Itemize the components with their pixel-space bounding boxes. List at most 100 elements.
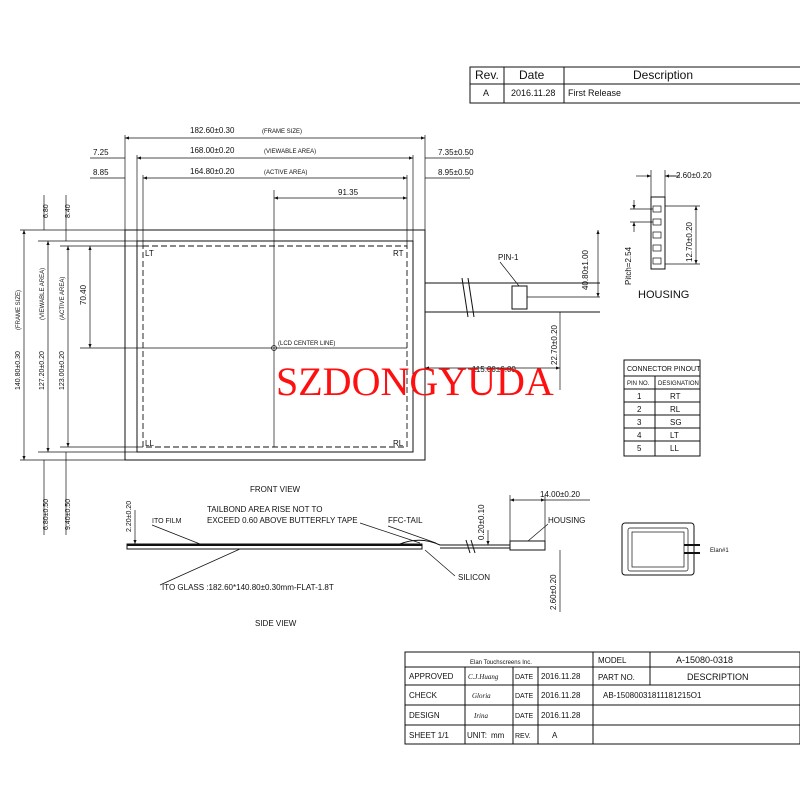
pinout-header-designation: DESIGNATION (658, 381, 699, 387)
housing-pitch: Pitch=2.54 (624, 246, 633, 285)
housing-width-dim: 2.60±0.20 (676, 171, 712, 180)
unit-label: UNIT: (467, 731, 487, 740)
viewable-area (136, 240, 414, 453)
ito-glass-label: ITO GLASS :182.60*140.80±0.30mm-FLAT-1.8… (162, 583, 334, 592)
viewable-height-note: (VIEWABLE AREA) (40, 268, 46, 320)
housing-title: HOUSING (638, 289, 689, 301)
date-label-1: DATE (515, 674, 533, 681)
ffc-thickness-dim: 0.20±0.10 (477, 504, 486, 540)
right-offset-1: 7.35±0.50 (438, 148, 474, 157)
active-height-dim: 123.00±0.20 (59, 351, 66, 390)
active-area (142, 245, 408, 448)
sheet-label: SHEET 1/1 (409, 731, 449, 740)
frame-outline (124, 229, 426, 461)
top-offset-2: 8.40 (65, 204, 72, 218)
side-view-caption: SIDE VIEW (255, 619, 297, 628)
corner-lt: LT (145, 249, 154, 258)
frame-size-note: (FRAME SIZE) (262, 129, 302, 135)
housing-side (509, 540, 546, 551)
title-block: Elan Touchscreens Inc. APPROVED C.J.Huan… (404, 651, 800, 745)
description-label: DESCRIPTION (687, 672, 749, 682)
right-offset-2: 8.95±0.50 (438, 168, 474, 177)
silicon-label: SILICON (458, 573, 490, 582)
ffc-tail-side (399, 539, 510, 546)
active-width-dim: 164.80±0.20 (190, 167, 235, 176)
connector-pinout-table: CONNECTOR PINOUT PIN NO. DESIGNATION 1 R… (623, 359, 701, 457)
check-signature: Gloria (472, 692, 491, 700)
viewable-width-dim: 168.00±0.20 (190, 146, 235, 155)
housing-length-dim: 14.00±0.20 (540, 490, 581, 499)
ito-film-label: ITO FILM (152, 518, 182, 525)
front-view-caption: FRONT VIEW (250, 485, 301, 494)
housing-side-label: HOUSING (548, 516, 585, 525)
ito-film-height-dim: 2.20±0.20 (126, 501, 133, 532)
pin1-label: PIN-1 (498, 253, 519, 262)
left-offset-2: 8.85 (93, 168, 109, 177)
rev-date: 2016.11.28 (511, 88, 555, 98)
viewable-height-dim: 127.20±0.20 (39, 351, 46, 390)
thumbnail-assembly: Elan#1 (621, 522, 729, 576)
side-view: 2.20±0.20 ITO FILM TAILBOND AREA RISE NO… (126, 490, 590, 628)
pinout-row-5-pin: 5 (637, 444, 642, 453)
tail-length-dim: 22.70±0.20 (550, 324, 559, 365)
frame-height-note: (FRAME SIZE) (16, 290, 22, 330)
pinout-row-3-pin: 3 (637, 418, 642, 427)
ffc-tail: 40.80±1.00 PIN-1 22.70±0.20 115.00±6.00 (425, 230, 600, 390)
rev-value: A (483, 88, 489, 98)
watermark-text: SZDONGYUDA (276, 359, 554, 404)
active-area-note: (ACTIVE AREA) (264, 170, 307, 176)
corner-rl: RL (393, 439, 404, 448)
pinout-row-4-designation: LT (670, 431, 679, 440)
center-y-dim: 70.40 (79, 284, 88, 305)
pinout-row-4-pin: 4 (637, 431, 642, 440)
rev-description: First Release (568, 88, 621, 98)
active-height-note: (ACTIVE AREA) (60, 277, 66, 320)
pinout-row-2-designation: RL (670, 405, 681, 414)
date-value-2: 2016.11.28 (541, 691, 581, 700)
design-signature: Irina (473, 712, 489, 720)
frame-width-dim: 182.60±0.30 (190, 126, 235, 135)
corner-ll: LL (145, 439, 154, 448)
tailbond-note-line-2: EXCEED 0.60 ABOVE BUTTERFLY TAPE (207, 516, 358, 525)
tail-position-dim: 40.80±1.00 (581, 249, 590, 290)
revision-table: Rev. Date Description A 2016.11.28 First… (469, 66, 800, 104)
check-label: CHECK (409, 691, 438, 700)
part-no-label: PART NO. (598, 673, 635, 682)
part-no-value: AB-15080031811181215O1 (603, 691, 702, 700)
housing-height-side-dim: 2.60±0.20 (549, 574, 558, 610)
tailbond-note-line-1: TAILBOND AREA RISE NOT TO (207, 505, 322, 514)
front-view: LT RT LL RL (LCD CENTER LINE) FRONT VIEW… (15, 126, 600, 535)
pinout-row-3-designation: SG (670, 418, 682, 427)
bottom-offset-1: 6.80±0.50 (43, 499, 50, 530)
date-value-1: 2016.11.28 (541, 672, 581, 681)
ffc-tail-label: FFC-TAIL (388, 516, 423, 525)
pinout-header-pin: PIN NO. (627, 381, 650, 387)
thumbnail-callout: Elan#1 (710, 548, 729, 554)
corner-rt: RT (393, 249, 404, 258)
company-name: Elan Touchscreens Inc. (470, 660, 532, 666)
pinout-row-2-pin: 2 (637, 405, 642, 414)
left-offset-1: 7.25 (93, 148, 109, 157)
pinout-row-5-designation: LL (670, 444, 679, 453)
bottom-offset-2: 9.40±0.50 (65, 499, 72, 530)
date-header: Date (519, 68, 545, 82)
pinout-title: CONNECTOR PINOUT (627, 366, 701, 373)
design-label: DESIGN (409, 711, 440, 720)
approved-signature: C.J.Huang (468, 673, 499, 681)
viewable-area-note: (VIEWABLE AREA) (264, 149, 316, 155)
rev-label: REV. (515, 733, 531, 740)
center-x-dim: 91.35 (338, 188, 359, 197)
approved-label: APPROVED (409, 672, 454, 681)
date-value-3: 2016.11.28 (541, 711, 581, 720)
pinout-row-1-pin: 1 (637, 392, 642, 401)
housing-height-dim: 12.70±0.20 (685, 221, 694, 262)
model-value: A-15080-0318 (676, 655, 733, 665)
date-label-2: DATE (515, 693, 533, 700)
housing-detail: 2.60±0.20 12.70±0.20 Pitch=2.54 HOUSING (624, 170, 712, 301)
top-offset-1: 6.80 (43, 204, 50, 218)
rev-value-block: A (552, 731, 558, 740)
description-header: Description (633, 68, 693, 82)
lcd-center-line-label: (LCD CENTER LINE) (278, 341, 335, 347)
tail-width-dim: 115.00±6.00 (472, 365, 516, 374)
rev-header: Rev. (475, 68, 499, 82)
